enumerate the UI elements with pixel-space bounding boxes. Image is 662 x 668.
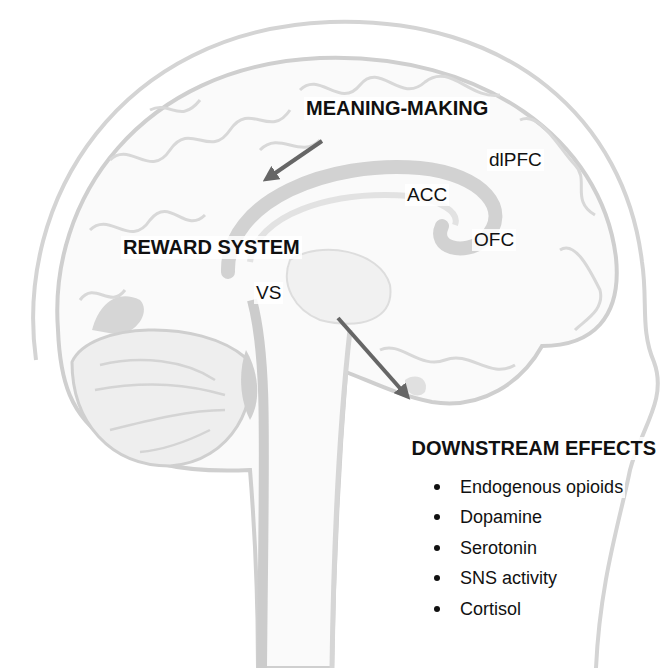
- arrow: [338, 318, 406, 395]
- gyri: [80, 76, 601, 369]
- list-item: Serotonin: [458, 538, 539, 559]
- head-outline: [33, 22, 658, 668]
- fourth-ventricle: [241, 350, 257, 420]
- cerebellum: [72, 330, 250, 466]
- heading-label: REWARD SYSTEM: [121, 236, 302, 259]
- thalamus: [287, 250, 391, 324]
- arrow: [268, 141, 322, 178]
- brainstem: [252, 300, 264, 668]
- region-label: ACC: [405, 184, 449, 206]
- list-item: Cortisol: [458, 599, 523, 620]
- region-label: OFC: [472, 229, 516, 251]
- region-label: VS: [254, 282, 283, 304]
- list-item: SNS activity: [458, 568, 559, 589]
- occipital-region: [92, 296, 144, 335]
- cerebellum-folia: [95, 360, 225, 452]
- heading-label: MEANING-MAKING: [304, 97, 490, 120]
- region-label: dlPFC: [487, 149, 544, 171]
- list-item: Endogenous opioids: [458, 477, 625, 498]
- list-item: Dopamine: [458, 507, 544, 528]
- heading-label: DOWNSTREAM EFFECTS: [410, 437, 658, 460]
- pituitary: [405, 376, 426, 395]
- brainstem: [332, 330, 350, 668]
- brain-outline: [57, 58, 616, 668]
